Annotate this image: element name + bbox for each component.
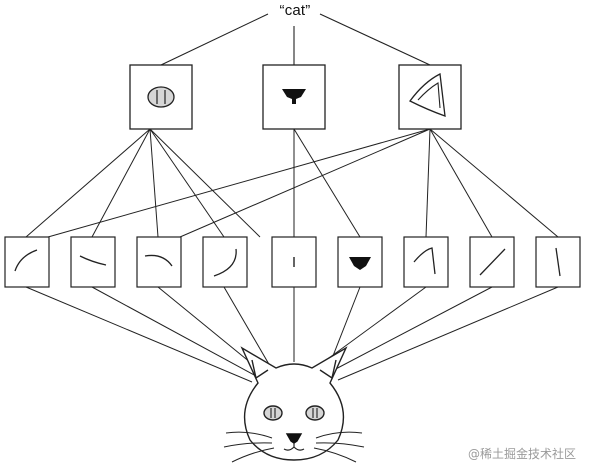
low-level-feature-row (4, 236, 581, 288)
low-feature-box-1 (4, 236, 50, 288)
connection-label-eye (160, 13, 269, 66)
high-level-feature-row (129, 64, 462, 130)
watermark-text: @稀土掘金技术社区 (467, 447, 576, 461)
nose-feature-box (262, 64, 326, 130)
nose-icon (282, 89, 306, 104)
low-feature-box-7 (403, 236, 449, 288)
diagonal-stroke-icon (479, 248, 506, 276)
low-feature-box-9 (535, 236, 581, 288)
low-feature-box-3 (136, 236, 182, 288)
ear-icon (409, 73, 446, 117)
curve-stroke-4-icon (213, 248, 237, 277)
nose-shape-icon (349, 257, 371, 270)
eye-feature-box (129, 64, 193, 130)
low-feature-box-2 (70, 236, 116, 288)
low-feature-box-6 (337, 236, 383, 288)
curve-stroke-2-icon (79, 255, 107, 266)
connection-label-ear (319, 13, 431, 66)
curve-stroke-5-icon (413, 247, 436, 275)
vertical-stroke-icon (555, 247, 561, 277)
label-connections (160, 13, 431, 66)
class-label: “cat” (279, 2, 311, 19)
curve-stroke-3-icon (144, 254, 173, 267)
curve-stroke-1-icon (14, 249, 38, 272)
low-feature-box-8 (469, 236, 515, 288)
low-feature-box-4 (202, 236, 248, 288)
cat-face-icon (223, 346, 365, 463)
ear-feature-box (398, 64, 462, 130)
low-feature-box-5 (271, 236, 317, 288)
eye-icon (147, 86, 175, 108)
high-to-low-connections (25, 128, 559, 238)
